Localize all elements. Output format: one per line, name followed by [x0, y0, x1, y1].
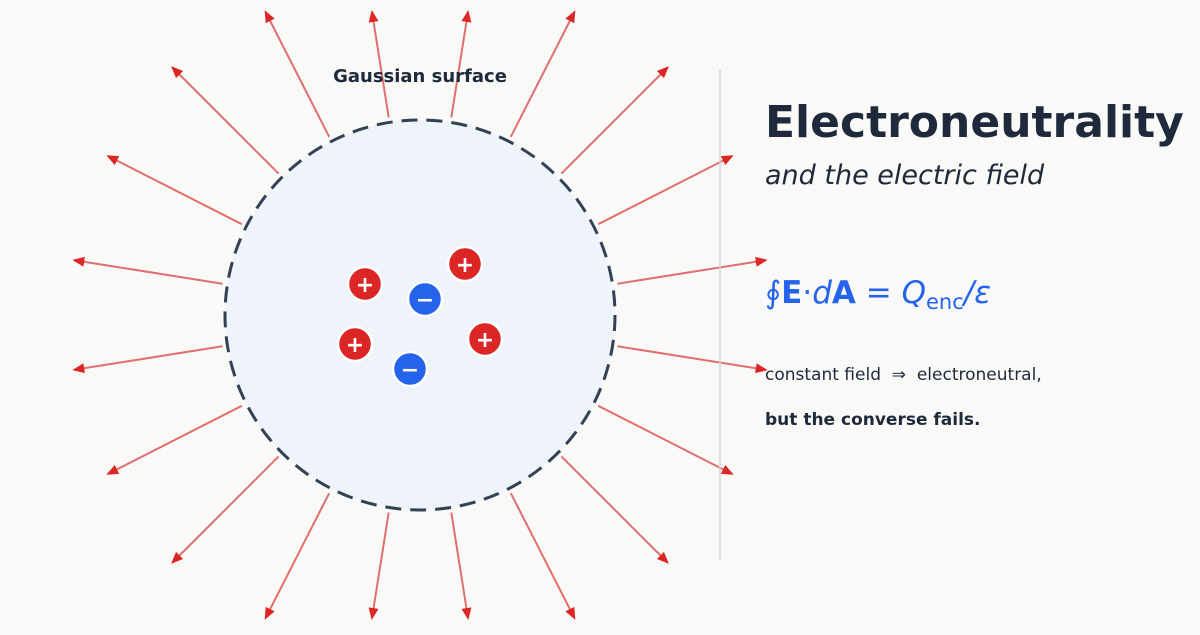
- formula-integral: ∮: [765, 275, 781, 311]
- field-line: [264, 10, 331, 138]
- page-title: Electroneutrality: [765, 97, 1184, 148]
- field-line: [617, 345, 768, 374]
- positive-charge: +: [466, 320, 504, 358]
- positive-charge: +: [346, 265, 384, 303]
- positive-charge: +: [336, 325, 374, 363]
- field-line: [171, 66, 280, 175]
- charges: ++−++−: [336, 245, 504, 388]
- charge-circle: [446, 245, 484, 283]
- charge-sign: −: [401, 358, 419, 383]
- charge-circle: [466, 320, 504, 358]
- charge-circle: [406, 280, 444, 318]
- field-line: [509, 10, 576, 138]
- charge-sign: −: [416, 288, 434, 313]
- formula-dot: ·: [802, 275, 812, 311]
- field-line: [560, 66, 669, 175]
- field-line: [72, 345, 223, 374]
- field-line: [264, 492, 331, 620]
- field-line: [106, 404, 243, 475]
- charge-sign: +: [346, 333, 364, 358]
- negative-charge: −: [406, 280, 444, 318]
- charge-sign: +: [356, 273, 374, 298]
- field-line: [368, 512, 390, 620]
- formula-equals: =: [856, 275, 902, 311]
- charge-circle: [336, 325, 374, 363]
- charge-circle: [391, 350, 429, 388]
- field-line: [450, 10, 472, 118]
- field-line: [509, 492, 576, 620]
- field-line: [171, 455, 280, 564]
- formula-q: Q: [902, 275, 926, 311]
- field-line: [597, 404, 734, 475]
- formula-subscript: enc: [926, 290, 964, 314]
- surface-label: Gaussian surface: [333, 66, 507, 87]
- field-line: [368, 10, 390, 118]
- negative-charge: −: [391, 350, 429, 388]
- charge-sign: +: [456, 253, 474, 278]
- field-line: [597, 155, 734, 226]
- note-line-1: constant field ⇒ electroneutral,: [765, 365, 1042, 385]
- formula-a: A: [832, 275, 856, 311]
- positive-charge: +: [446, 245, 484, 283]
- field-line: [560, 455, 669, 564]
- gauss-law-formula: ∮E·dA = Qenc/ε: [765, 275, 991, 314]
- field-line: [617, 256, 768, 285]
- charge-sign: +: [476, 328, 494, 353]
- page-subtitle: and the electric field: [765, 160, 1045, 191]
- formula-e: E: [781, 275, 802, 311]
- field-lines: [72, 10, 768, 620]
- charge-circle: [346, 265, 384, 303]
- field-line: [106, 155, 243, 226]
- field-line: [72, 256, 223, 285]
- note-line-2: but the converse fails.: [765, 410, 981, 430]
- formula-d: d: [812, 275, 832, 311]
- formula-tail: /ε: [961, 275, 991, 311]
- field-line: [450, 512, 472, 620]
